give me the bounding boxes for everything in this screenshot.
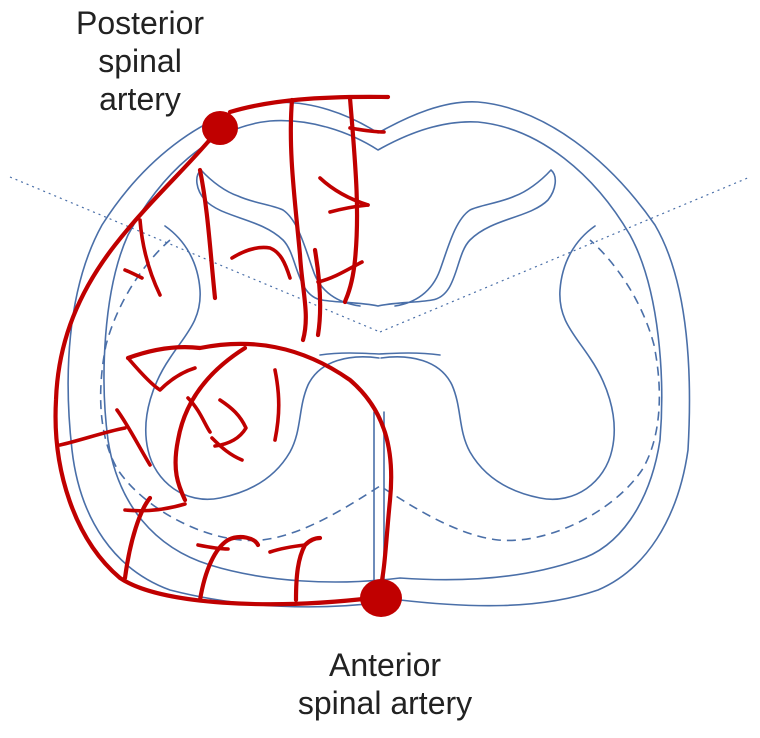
central-twig-2	[186, 396, 212, 434]
anterior-label-line-1: Anterior	[328, 647, 442, 683]
posterior-spinal-artery-node	[202, 111, 238, 145]
vascular-border-dashed	[99, 239, 661, 542]
lateral-twig-3	[58, 426, 127, 447]
central-branch-loop	[173, 345, 248, 503]
posterior-twig-1	[318, 176, 370, 207]
anterior-loop	[125, 341, 394, 593]
posterior-branch-2	[288, 97, 308, 343]
central-twig-5	[210, 436, 244, 462]
lateral-twig-4	[115, 408, 152, 467]
posterior-twig-5	[348, 126, 386, 134]
anterior-horn-right	[380, 225, 616, 500]
anterior-spinal-artery-label: Anterior spinal artery	[270, 646, 500, 722]
anterior-twig-3	[268, 543, 307, 554]
artery-group	[53, 94, 394, 607]
cord-outline-group	[9, 101, 751, 608]
posterior-twig-4	[230, 245, 292, 280]
dotted-line-right	[379, 176, 751, 333]
anterior-branch-1	[122, 495, 153, 581]
gray-commissure	[319, 352, 441, 356]
posterior-twig-3	[316, 260, 364, 284]
anterior-twig-1	[123, 502, 187, 513]
cord-inner-boundary	[103, 119, 663, 583]
central-twig-1	[126, 356, 197, 392]
posterior-branch-3	[342, 95, 360, 305]
posterior-label-line-2: spinal	[98, 43, 182, 79]
gray-matter-outline	[196, 169, 557, 307]
posterior-spinal-artery-label: Posterior spinal artery	[55, 4, 225, 118]
vasocorona-left	[53, 127, 375, 607]
lateral-twig-1	[138, 218, 162, 297]
posterior-label-line-3: artery	[99, 81, 181, 117]
posterior-label-line-1: Posterior	[75, 5, 205, 41]
central-twig-4	[213, 398, 248, 448]
central-twig-3	[273, 368, 281, 442]
posterior-branch-4	[312, 247, 323, 338]
lateral-twig-2	[123, 268, 144, 280]
anterior-twig-2	[196, 543, 230, 551]
anterior-branch-2	[197, 535, 261, 603]
posterior-twig-2	[328, 203, 370, 214]
dotted-line-left	[9, 176, 381, 333]
posterior-top-branch	[227, 94, 391, 115]
anterior-label-line-2: spinal artery	[297, 685, 473, 721]
anterior-spinal-artery-node	[360, 579, 402, 617]
anterior-horn-left	[144, 225, 380, 500]
posterior-branch-1	[197, 167, 218, 301]
